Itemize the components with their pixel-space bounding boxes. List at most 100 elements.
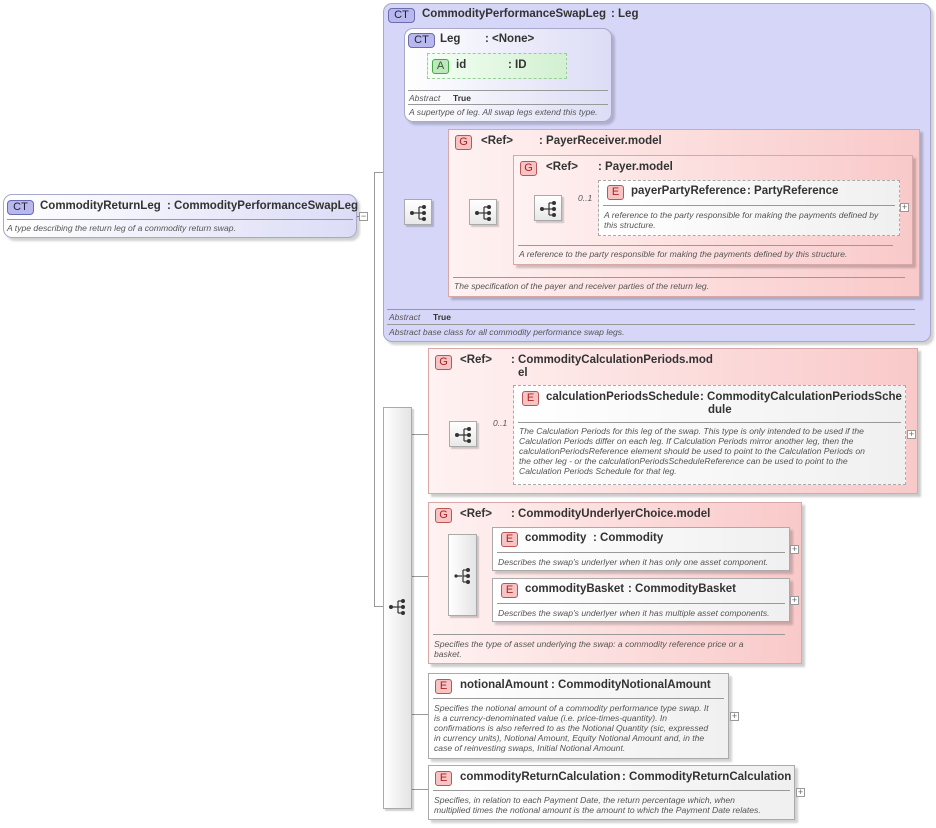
sequence-icon[interactable] bbox=[404, 199, 432, 225]
element-desc-line: The Calculation Periods for this leg of … bbox=[519, 426, 864, 436]
leg-type-desc: A supertype of leg. All swap legs extend… bbox=[409, 107, 598, 117]
element-desc-line: Calculation Periods differ on each leg. … bbox=[519, 436, 854, 446]
root-type-box[interactable]: CT CommodityReturnLeg : CommodityPerform… bbox=[3, 194, 358, 238]
element-type-line: dule bbox=[708, 404, 732, 416]
element-badge: E bbox=[501, 532, 518, 547]
sequence-icon[interactable] bbox=[469, 199, 497, 225]
expand-icon[interactable]: + bbox=[790, 595, 799, 605]
base-type-base: : Leg bbox=[611, 8, 639, 20]
separator bbox=[387, 324, 915, 325]
collapse-icon[interactable]: − bbox=[359, 211, 368, 221]
expand-icon[interactable]: + bbox=[730, 711, 739, 721]
element-badge: E bbox=[501, 583, 518, 598]
payer-party-reference-element[interactable]: E payerPartyReference : PartyReference A… bbox=[598, 180, 900, 236]
group-badge: G bbox=[435, 355, 452, 370]
group-badge: G bbox=[520, 161, 537, 176]
connector bbox=[412, 789, 428, 790]
element-desc-line: is a currency-denominated value (i.e. pr… bbox=[434, 713, 668, 723]
element-badge: E bbox=[522, 391, 539, 406]
element-badge: E bbox=[435, 771, 452, 786]
separator bbox=[497, 603, 785, 604]
separator bbox=[433, 634, 785, 635]
separator bbox=[408, 104, 608, 105]
element-type: : PartyReference bbox=[747, 185, 839, 197]
element-name: commodityReturnCalculation bbox=[460, 771, 621, 783]
element-name: payerPartyReference bbox=[631, 185, 747, 197]
calculation-periods-schedule-element[interactable]: E calculationPeriodsSchedule : Commodity… bbox=[513, 385, 906, 485]
element-type: : Commodity bbox=[593, 532, 664, 544]
connector bbox=[412, 714, 428, 715]
element-badge: E bbox=[607, 185, 624, 200]
group-ref: <Ref> bbox=[460, 354, 492, 366]
sequence-compositor[interactable] bbox=[383, 407, 412, 809]
group-ref: <Ref> bbox=[460, 508, 492, 520]
commodity-element[interactable]: E commodity : Commodity Describes the sw… bbox=[492, 527, 790, 571]
occurrence-label: 0..1 bbox=[578, 193, 593, 203]
separator bbox=[387, 309, 915, 310]
base-type-name: CommodityPerformanceSwapLeg bbox=[422, 8, 607, 20]
element-badge: E bbox=[435, 679, 452, 694]
element-desc-line: multiplied times the notional amount is … bbox=[434, 805, 761, 815]
element-name: calculationPeriodsSchedule bbox=[546, 391, 700, 403]
group-name-line: : CommodityCalculationPeriods.mod bbox=[511, 354, 713, 366]
separator bbox=[497, 552, 785, 553]
root-type-desc: A type describing the return leg of a co… bbox=[7, 223, 236, 233]
element-desc-line: Specifies, in relation to each Payment D… bbox=[434, 795, 735, 805]
group-name: : PayerReceiver.model bbox=[539, 135, 662, 147]
group-desc: The specification of the payer and recei… bbox=[454, 281, 710, 291]
abstract-label: Abstract bbox=[389, 312, 421, 322]
element-type: : CommodityNotionalAmount bbox=[551, 679, 711, 691]
choice-icon bbox=[454, 568, 470, 584]
occurrence-label: 0..1 bbox=[493, 418, 508, 428]
leg-type-name: Leg bbox=[440, 33, 461, 45]
expand-icon[interactable]: + bbox=[900, 202, 909, 212]
connector bbox=[412, 576, 428, 577]
expand-icon[interactable]: + bbox=[790, 544, 799, 554]
element-desc: Describes the swap's underlyer when it h… bbox=[498, 608, 770, 618]
group-desc-line: basket. bbox=[434, 649, 462, 659]
element-type: : CommodityReturnCalculation bbox=[622, 771, 792, 783]
choice-compositor[interactable] bbox=[448, 534, 477, 616]
connector bbox=[374, 172, 375, 606]
element-name: notionalAmount bbox=[460, 679, 549, 691]
connector bbox=[412, 434, 428, 435]
group-ref: <Ref> bbox=[481, 135, 513, 147]
group-badge: G bbox=[455, 135, 472, 150]
element-desc-line: case of reinvesting swaps, Initial Notio… bbox=[434, 743, 626, 753]
separator bbox=[433, 790, 790, 791]
separator bbox=[518, 422, 901, 423]
group-name-line: el bbox=[518, 367, 528, 379]
sequence-icon[interactable] bbox=[449, 421, 477, 447]
separator bbox=[433, 698, 724, 699]
separator bbox=[7, 219, 353, 220]
leg-type-box[interactable]: CT Leg : <None> A id : ID Abstract True … bbox=[404, 28, 612, 122]
sequence-icon[interactable] bbox=[534, 195, 562, 221]
element-desc-line: Specifies the notional amount of a commo… bbox=[434, 703, 709, 713]
notional-amount-element[interactable]: E notionalAmount : CommodityNotionalAmou… bbox=[428, 673, 729, 759]
group-ref: <Ref> bbox=[546, 161, 578, 173]
attribute-name: id bbox=[456, 59, 467, 71]
separator bbox=[518, 245, 893, 246]
element-type-line: : CommodityCalculationPeriodsSche bbox=[700, 391, 902, 403]
element-desc-line: calculationPeriodsReference element shou… bbox=[519, 446, 865, 456]
group-name: : CommodityUnderlyerChoice.model bbox=[511, 508, 711, 520]
element-desc: Describes the swap's underlyer when it h… bbox=[498, 557, 769, 567]
element-desc-line: in currency units), Notional Amount, Equ… bbox=[434, 733, 705, 743]
element-desc-line: A reference to the party responsible for… bbox=[604, 210, 879, 220]
commodity-basket-element[interactable]: E commodityBasket : CommodityBasket Desc… bbox=[492, 578, 790, 622]
expand-icon[interactable]: + bbox=[796, 787, 805, 797]
complex-type-badge: CT bbox=[408, 33, 435, 48]
root-type-name: CommodityReturnLeg bbox=[40, 200, 161, 212]
complex-type-badge: CT bbox=[388, 8, 415, 23]
attribute-badge: A bbox=[432, 59, 449, 74]
separator bbox=[408, 90, 608, 91]
separator bbox=[603, 205, 895, 206]
return-calculation-element[interactable]: E commodityReturnCalculation : Commodity… bbox=[428, 765, 795, 820]
separator bbox=[453, 277, 905, 278]
element-name: commodity bbox=[525, 532, 587, 544]
attribute-id-box[interactable]: A id : ID bbox=[427, 53, 567, 79]
expand-icon[interactable]: + bbox=[907, 429, 916, 439]
group-badge: G bbox=[435, 508, 452, 523]
element-desc-line: this structure. bbox=[604, 220, 656, 230]
base-type-desc: Abstract base class for all commodity pe… bbox=[389, 327, 625, 337]
